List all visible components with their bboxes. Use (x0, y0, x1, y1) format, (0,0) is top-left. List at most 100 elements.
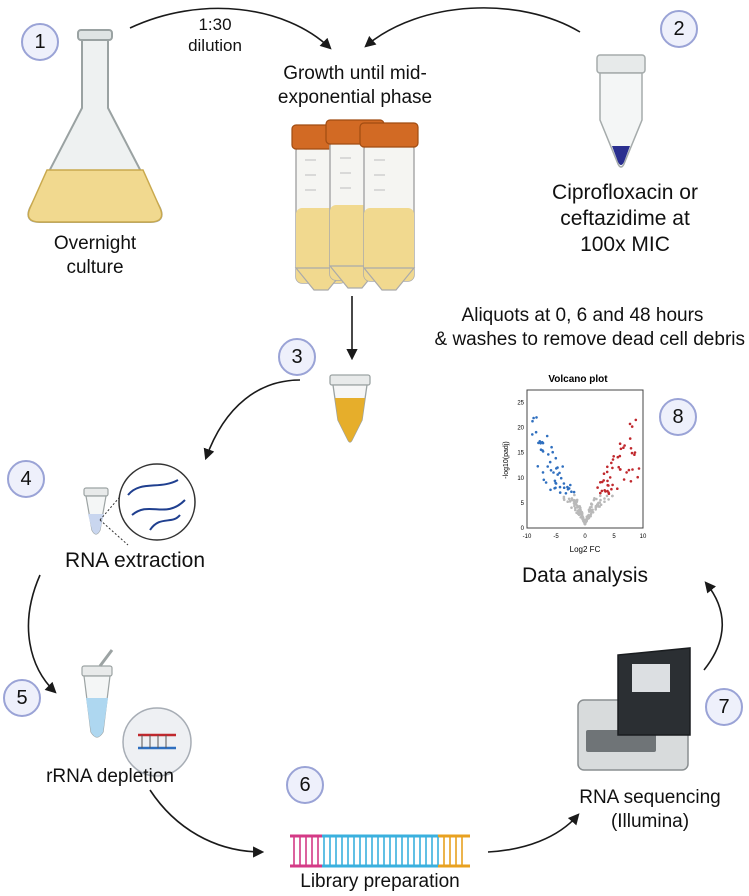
volcano-point (587, 513, 590, 517)
volcano-point (619, 447, 623, 451)
volcano-point (558, 485, 562, 489)
step-8-badge: 8 (659, 398, 697, 436)
volcano-y-tick: 0 (521, 526, 525, 532)
volcano-point (590, 503, 593, 506)
volcano-y-tick: 20 (517, 426, 524, 432)
volcano-point (558, 491, 562, 494)
volcano-point (590, 509, 594, 513)
volcano-point (594, 506, 598, 509)
volcano-point (548, 460, 552, 464)
arrow-7-to-8 (703, 581, 723, 671)
volcano-point (611, 494, 614, 498)
step-1-badge: 1 (21, 23, 59, 61)
volcano-point (629, 447, 633, 450)
volcano-point (567, 487, 571, 490)
flask-icon (27, 29, 163, 223)
volcano-point (562, 482, 566, 485)
volcano-x-tick: 5 (612, 534, 616, 540)
arrow-6-to-7 (487, 813, 580, 853)
volcano-point (576, 506, 579, 509)
volcano-point (606, 479, 609, 483)
volcano-point (612, 455, 615, 458)
volcano-point (531, 419, 534, 423)
sequencing-label-line2: (Illumina) (610, 811, 690, 832)
rna-extraction-label: RNA extraction (64, 549, 206, 572)
volcano-point (618, 454, 622, 458)
volcano-point (595, 497, 598, 501)
step-4-badge: 4 (7, 460, 45, 498)
volcano-x-tick: 0 (583, 534, 587, 540)
volcano-x-tick: -10 (523, 534, 532, 540)
volcano-point (636, 475, 639, 479)
data-analysis-label: Data analysis (521, 564, 649, 587)
volcano-y-tick: 25 (517, 401, 524, 407)
volcano-point (574, 508, 577, 512)
volcano-point (622, 446, 625, 450)
volcano-point (583, 521, 587, 525)
volcano-point (550, 445, 553, 449)
volcano-point (599, 491, 602, 495)
volcano-point (623, 444, 626, 447)
volcano-point (566, 485, 569, 489)
sequencing-label: RNA sequencing (Illumina) (560, 786, 740, 834)
volcano-y-tick: 15 (517, 451, 524, 457)
step-3-badge: 3 (278, 338, 316, 376)
volcano-point (567, 497, 571, 501)
volcano-point (532, 416, 535, 420)
dilution-label-line1: 1:30 (198, 15, 232, 34)
volcano-point (629, 480, 633, 483)
volcano-point (561, 465, 564, 468)
volcano-point (546, 465, 549, 468)
volcano-point (606, 483, 609, 487)
sequencing-label-line1: RNA sequencing (579, 787, 721, 808)
volcano-point (570, 498, 574, 501)
volcano-point (598, 501, 601, 504)
volcano-point (610, 487, 613, 491)
volcano-point (549, 469, 553, 472)
overnight-label: Overnight culture (30, 232, 160, 280)
volcano-point (605, 470, 609, 474)
volcano-point (556, 473, 559, 476)
volcano-point (631, 468, 634, 471)
volcano-point (535, 416, 538, 419)
volcano-point (551, 450, 554, 454)
rrna-depletion-icon (81, 649, 192, 777)
volcano-point (539, 448, 543, 452)
volcano-point (611, 483, 614, 487)
volcano-point (536, 465, 540, 468)
volcano-y-tick: 10 (517, 476, 524, 482)
step-6-badge: 6 (286, 766, 324, 804)
volcano-title: Volcano plot (548, 374, 608, 385)
volcano-point (558, 471, 561, 475)
volcano-point (541, 441, 545, 445)
volcano-point (541, 450, 545, 453)
volcano-point (537, 441, 540, 445)
growth-label-line2: exponential phase (277, 87, 433, 108)
volcano-point (607, 491, 610, 494)
volcano-point (542, 478, 546, 482)
volcano-point (630, 451, 634, 455)
volcano-point (607, 498, 610, 501)
overnight-label-line2: culture (66, 257, 124, 278)
volcano-point (562, 495, 566, 499)
volcano-point (600, 480, 604, 484)
library-preparation-label: Library preparation (300, 871, 460, 892)
volcano-point (562, 498, 566, 502)
volcano-point (634, 418, 638, 422)
volcano-xlabel: Log2 FC (570, 545, 601, 554)
volcano-point (597, 505, 600, 508)
volcano-point (541, 471, 545, 474)
sequencer-icon (577, 647, 691, 771)
volcano-point (602, 472, 606, 476)
volcano-point (574, 501, 577, 504)
overnight-label-line1: Overnight (53, 233, 137, 254)
volcano-point (604, 490, 607, 493)
volcano-point (616, 487, 619, 491)
antibiotic-label-line1: Ciprofloxacin or (552, 181, 698, 204)
aliquots-label: Aliquots at 0, 6 and 48 hours & washes t… (390, 304, 746, 352)
growth-label: Growth until mid- exponential phase (255, 62, 455, 110)
volcano-ylabel: -log10(padj) (503, 441, 510, 478)
volcano-point (573, 493, 576, 497)
volcano-point (630, 425, 634, 428)
